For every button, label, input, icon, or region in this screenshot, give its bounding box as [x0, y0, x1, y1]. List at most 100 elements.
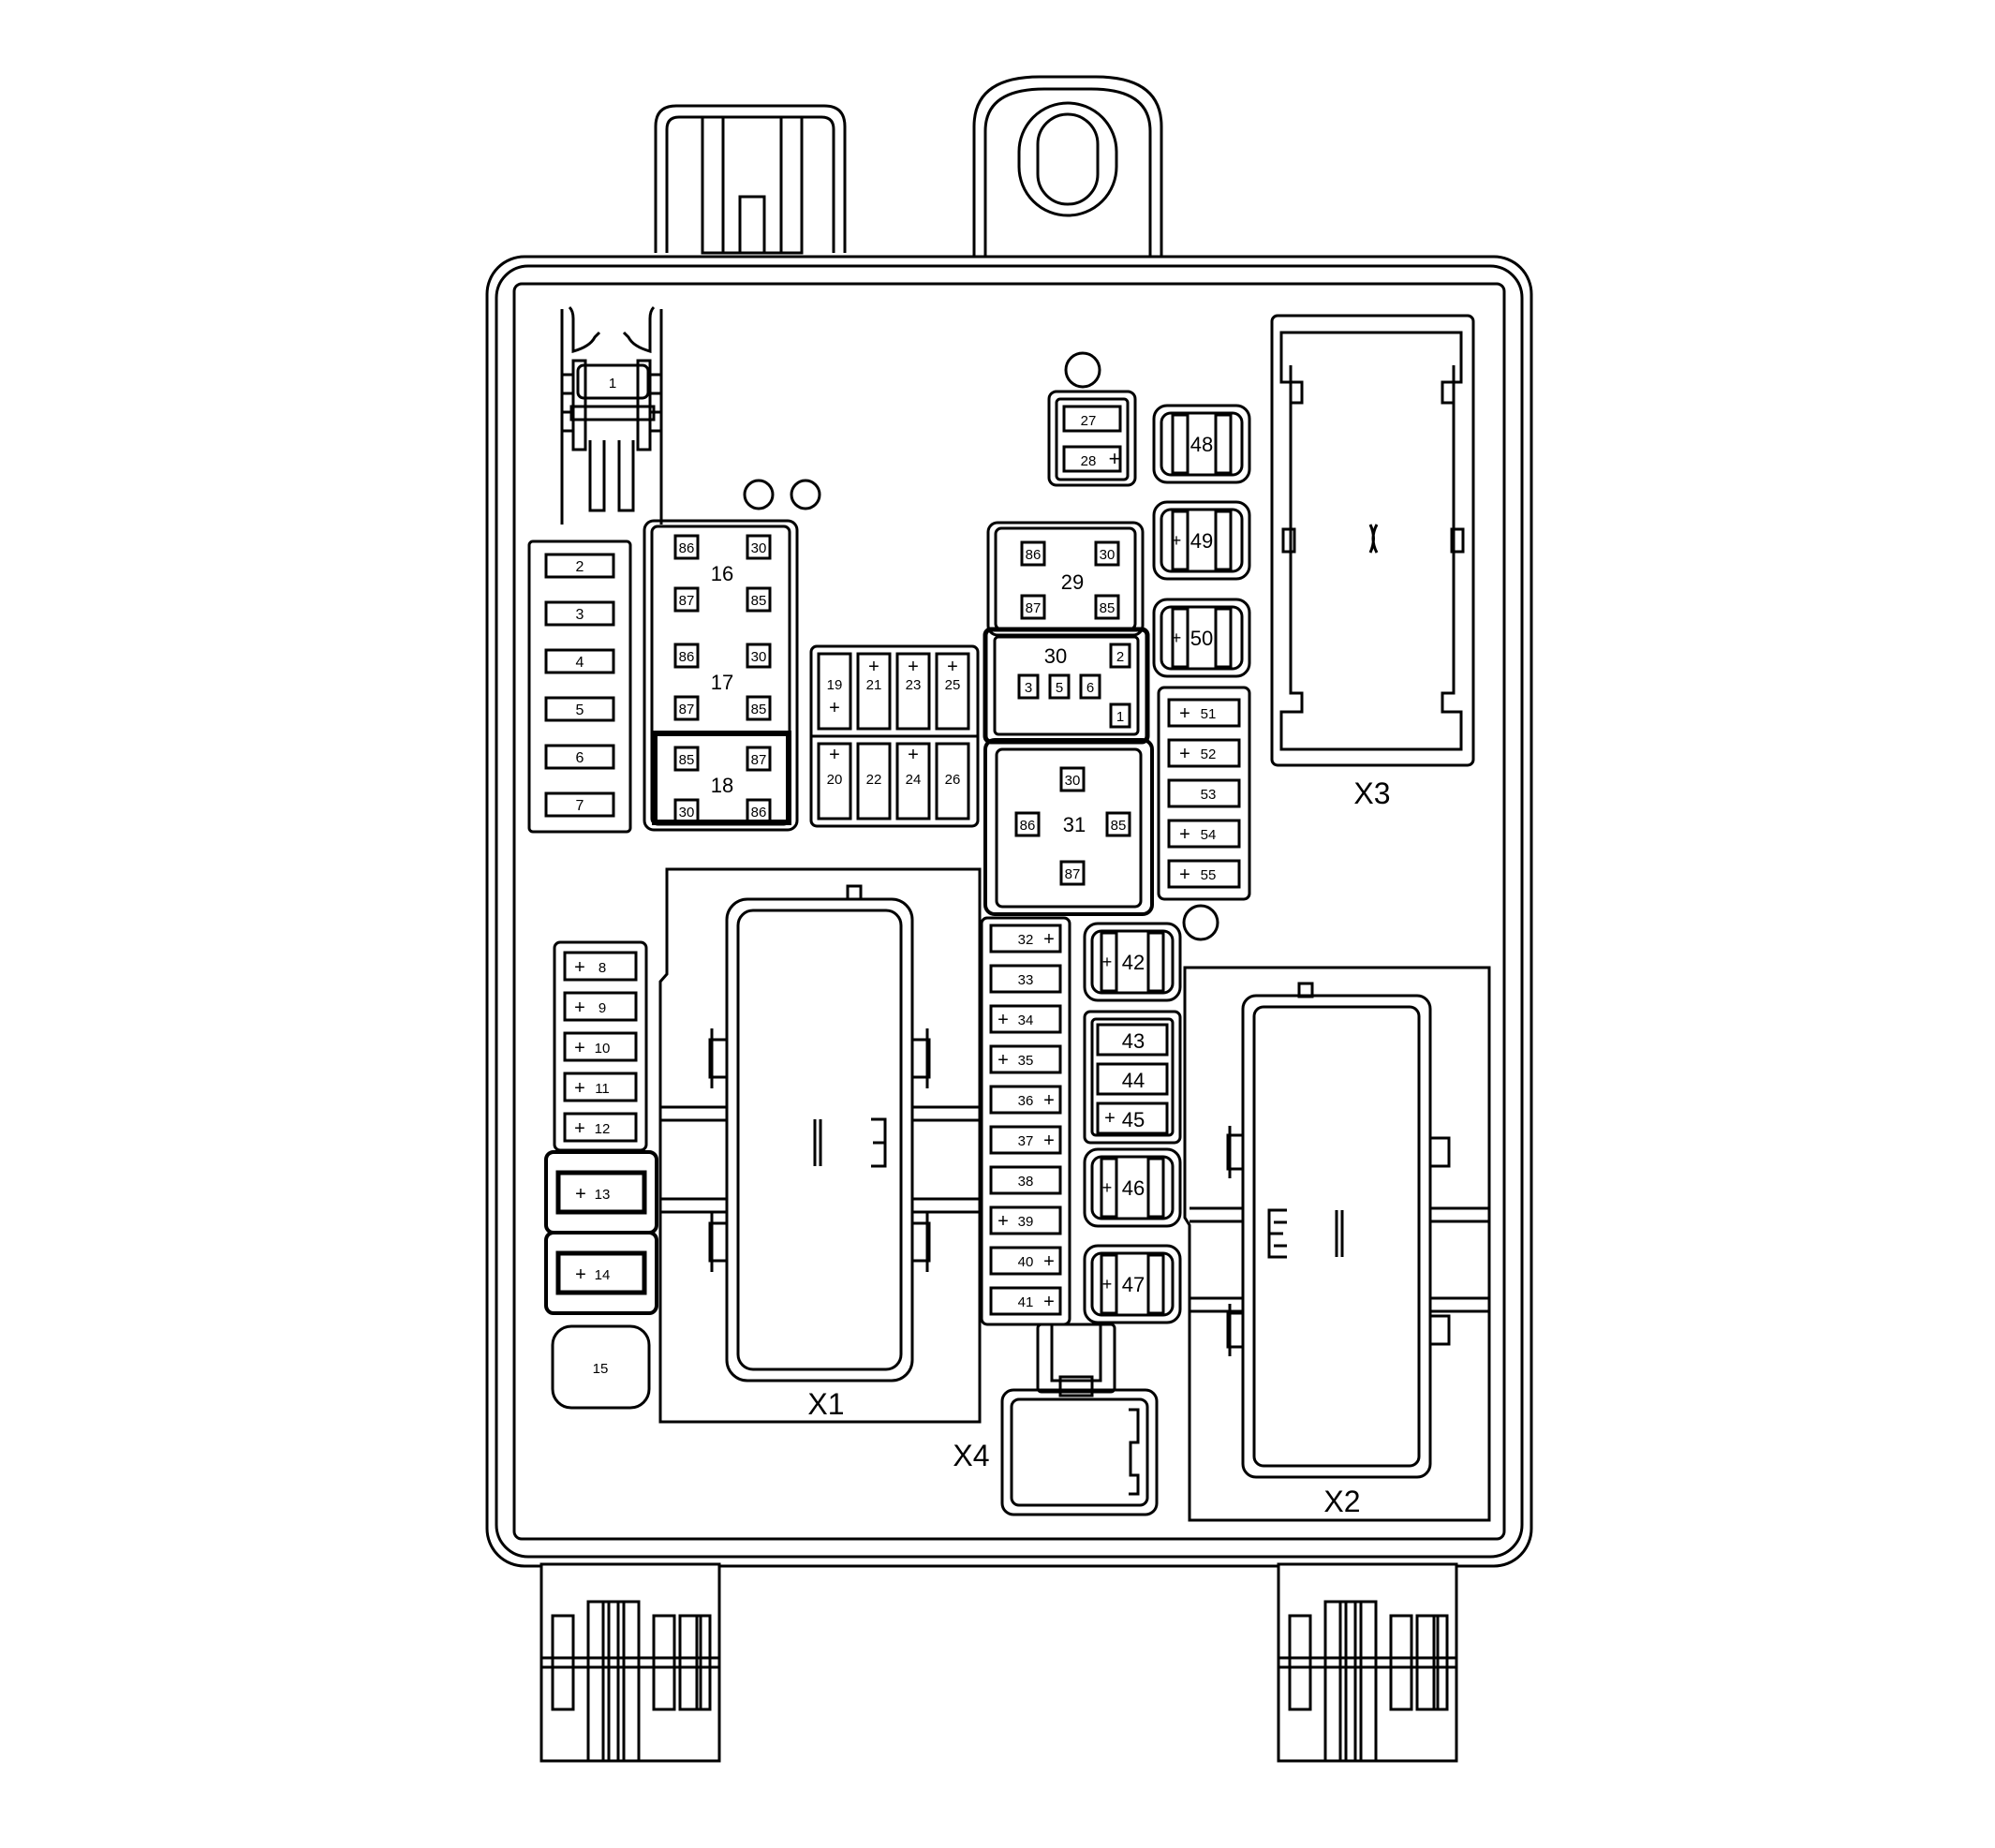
- mini-fuse-33: [989, 964, 1062, 994]
- maxi-fuse-49-inner: [1160, 508, 1244, 573]
- relay-29-pin-30: 30: [1100, 547, 1116, 563]
- relay-16-pin-86: 86: [679, 540, 695, 556]
- fuse-21-plus: +: [868, 657, 879, 677]
- mini-fuse-32-plus: +: [1043, 929, 1055, 950]
- maxi-fuse-46-blade-left: [1100, 1157, 1118, 1219]
- fuse-26-label: 26: [945, 772, 961, 788]
- mini-fuse-2-label: 2: [576, 559, 584, 575]
- maxi-fuse-42: [1083, 922, 1182, 1002]
- mini-fuse-2: [544, 553, 615, 579]
- relay-18-pin-87-box: [746, 746, 772, 772]
- fuse-28-plus: +: [1109, 447, 1121, 470]
- relay-30-pin-5: 5: [1056, 680, 1063, 696]
- relay-29-pin-30-box: [1094, 540, 1120, 567]
- relay-29-pin-86-box: [1020, 540, 1046, 567]
- mini-fuse-32: [989, 924, 1062, 954]
- relay-29-pin-85-box: [1094, 594, 1120, 620]
- relay-30-pin-3: 3: [1025, 680, 1032, 696]
- relay-30-pin-1-box: [1109, 702, 1131, 729]
- component-15: 15: [551, 1324, 651, 1410]
- maxi-fuse-49-blade-left: [1171, 510, 1190, 571]
- maxi-fuse-46-plus: +: [1102, 1178, 1113, 1197]
- relay-29-pin-87: 87: [1026, 600, 1042, 616]
- mini-fuse-37-label: 37: [1018, 1133, 1034, 1149]
- mini-fuse-8-plus: +: [574, 957, 585, 978]
- fuse-14: [544, 1231, 658, 1315]
- mini-fuse-10: [563, 1031, 638, 1062]
- fuse-25-plus: +: [947, 657, 958, 677]
- maxi-fuse-49-label: 49: [1190, 529, 1213, 553]
- mini-fuse-7: [544, 791, 615, 818]
- fuse-28-label: 28: [1081, 453, 1097, 469]
- relay-31-pin-87: 87: [1065, 866, 1081, 882]
- relay-30-pin-6: 6: [1086, 680, 1094, 696]
- mini-fuse-53-label: 53: [1201, 787, 1217, 803]
- fuse-24-label: 24: [906, 772, 922, 788]
- mini-fuse-41-plus: +: [1043, 1292, 1055, 1312]
- relay-16-pin-30: 30: [751, 540, 767, 556]
- mini-fuse-55-label: 55: [1201, 867, 1217, 883]
- maxi-fuse-42-blade-left: [1100, 931, 1118, 993]
- fuse-25-label: 25: [945, 677, 961, 693]
- maxi-fuse-50-blade-right: [1214, 607, 1233, 669]
- mini-fuse-38: [989, 1165, 1062, 1195]
- fuse-14-body: [555, 1250, 647, 1295]
- fuse-holder-27-28: 27 28 +: [1047, 351, 1137, 487]
- maxi-fuse-48: [1152, 404, 1251, 484]
- x3-label: X3: [1353, 776, 1390, 810]
- mini-fuse-55: [1167, 859, 1241, 889]
- mini-fuse-55-plus: +: [1179, 865, 1190, 885]
- relay-31-pin-87-box: [1059, 860, 1086, 886]
- fuse-27-label: 27: [1081, 413, 1097, 429]
- fuses-13-14: 13+14+: [544, 1150, 658, 1315]
- x2-label: X2: [1323, 1485, 1360, 1518]
- fuse-13-body: [555, 1170, 647, 1215]
- mini-fuse-41: [989, 1286, 1062, 1316]
- fuse-14-plus: +: [575, 1264, 586, 1285]
- bottom-clip-right: [1277, 1562, 1458, 1763]
- mini-fuse-8-label: 8: [598, 960, 606, 976]
- mini-fuse-4: [544, 648, 615, 674]
- mini-fuse-52-plus: +: [1179, 744, 1190, 764]
- maxi-fuse-50-plus: +: [1172, 628, 1182, 647]
- mini-fuse-52: [1167, 738, 1241, 768]
- top-clip: [654, 104, 847, 255]
- mounting-tab: [972, 75, 1163, 258]
- maxi-fuse-42-blade-right: [1146, 931, 1165, 993]
- connector-x4: X4: [953, 1323, 1159, 1516]
- fuse-24: [895, 742, 931, 821]
- mini-fuse-7-label: 7: [576, 798, 584, 814]
- relay-29-pin-87-box: [1020, 594, 1046, 620]
- relay-17-pin-30-box: [746, 643, 772, 669]
- maxi-fuse-46-inner: [1090, 1155, 1175, 1220]
- relay-17-pin-87: 87: [679, 702, 695, 717]
- mini-fuse-11-label: 11: [595, 1081, 610, 1097]
- fuse-22: [856, 742, 892, 821]
- relay-18-pin-86-box: [746, 798, 772, 824]
- mini-fuse-5: [544, 696, 615, 722]
- relay-17-pin-86: 86: [679, 649, 695, 665]
- fuse-43-label: 43: [1122, 1029, 1145, 1053]
- relay-16-label: 16: [711, 562, 733, 585]
- fuse-23-label: 23: [906, 677, 922, 693]
- fuse-42: 42+: [1083, 922, 1182, 1002]
- fuse-20-plus: +: [829, 745, 840, 765]
- relay-16-pin-85: 85: [751, 593, 767, 609]
- maxi-fuse-49-plus: +: [1172, 531, 1182, 550]
- relay-17-pin-87-box: [673, 695, 700, 721]
- maxi-fuse-47-inner: [1090, 1251, 1175, 1317]
- bottom-clip-left: [539, 1562, 721, 1763]
- mini-fuse-51-plus: +: [1179, 703, 1190, 724]
- fuse-20-label: 20: [827, 772, 843, 788]
- relay-30-pin-5-box: [1048, 673, 1071, 700]
- mini-fuse-12: [563, 1112, 638, 1143]
- relay-17-pin-86-box: [673, 643, 700, 669]
- relay-31-pin-86: 86: [1020, 818, 1036, 834]
- relay-17-label: 17: [711, 671, 733, 694]
- mini-fuse-10-plus: +: [574, 1038, 585, 1058]
- relay-31-pin-85-box: [1105, 811, 1131, 837]
- mini-fuse-52-label: 52: [1201, 747, 1217, 762]
